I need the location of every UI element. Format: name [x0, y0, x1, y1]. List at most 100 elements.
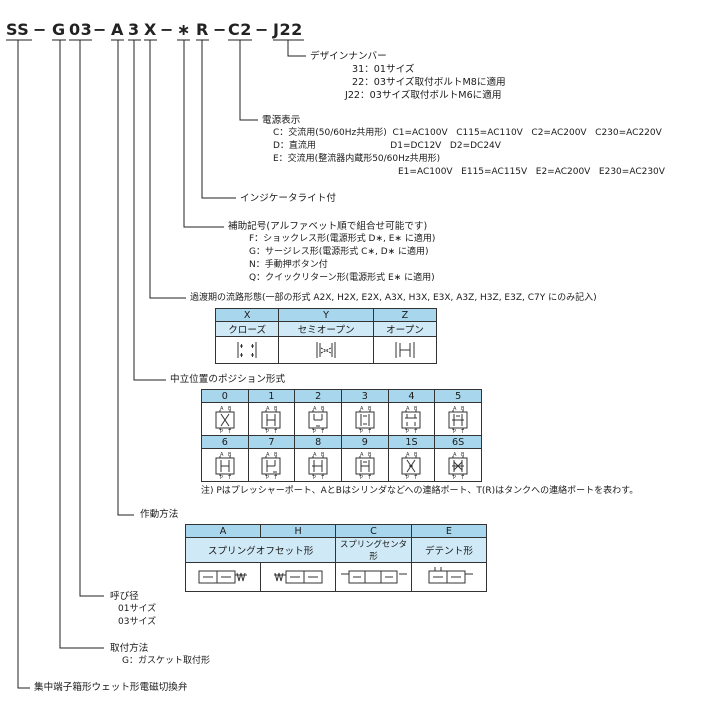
transition-header-y: Y: [278, 308, 374, 322]
port-t-label: T: [460, 429, 465, 434]
code-dash: −: [33, 20, 47, 39]
design-number-22: 22：03サイズ取付ボルトM8に適用: [352, 77, 506, 88]
transition-header-x: X: [214, 308, 280, 322]
port-b-label: B: [414, 452, 418, 458]
code-design: J22: [273, 20, 303, 39]
port-p-label: P: [220, 429, 223, 434]
port-t-label: T: [227, 429, 232, 434]
port-t-label: T: [273, 429, 278, 434]
neutral-header-8: 8: [294, 435, 342, 449]
port-a-label: A: [453, 406, 457, 412]
operation-header-e: E: [410, 524, 488, 538]
neutral-note: 注) Pはプレッシャーポート、AとBはシリンダなどへの連絡ポート、T(R)はタン…: [201, 486, 639, 496]
operation-label-spring-offset: スプリングオフセット形: [184, 537, 337, 563]
aux-f: F：ショックレス形(電源形式 D∗, E∗ に適用): [249, 234, 436, 244]
port-p-label: P: [406, 475, 409, 480]
transition-title: 過渡期の流路形態(一部の形式 A2X, H2X, E2X, A3X, H3X, …: [190, 293, 597, 303]
detent-icon: [410, 562, 488, 592]
aux-n: N：手動押ボタン付: [249, 260, 328, 270]
port-p-label: P: [453, 475, 456, 480]
code-dash: −: [160, 20, 174, 39]
transition-table: X Y Z クローズ セミオープン オープン: [214, 308, 438, 364]
transition-label-semiopen: セミオープン: [278, 321, 374, 337]
operation-table: A H C E スプリングオフセット形 スプリングセンタ形 デテント形: [184, 524, 488, 592]
neutral-header-6: 6: [201, 435, 249, 449]
port-a-label: A: [220, 406, 224, 412]
design-number-title: デザインナンバー: [310, 51, 387, 62]
design-number-31: 31：01サイズ: [352, 64, 415, 75]
port-b-label: B: [368, 452, 372, 458]
neutral-header-2: 2: [294, 389, 342, 403]
code-neutral: 3: [128, 20, 140, 39]
port-t-label: T: [367, 475, 372, 480]
port-p-label: P: [360, 475, 363, 480]
port-p-label: P: [453, 429, 456, 434]
transition-label-close: クローズ: [214, 321, 280, 337]
neutral-header-0: 0: [201, 389, 249, 403]
port-p-label: P: [406, 429, 409, 434]
neutral-header-6s: 6S: [434, 435, 482, 449]
spring-center-icon: [335, 562, 412, 592]
code-power: C2: [228, 20, 252, 39]
operation-header-c: C: [335, 524, 412, 538]
port-a-label: A: [360, 452, 364, 458]
code-aux: ∗: [177, 20, 191, 39]
semi-open-symbol-icon: [278, 336, 374, 364]
neutral-header-9: 9: [340, 435, 389, 449]
port-b-label: B: [461, 452, 465, 458]
port-a-label: A: [313, 406, 317, 412]
size-title: 呼び径: [110, 591, 139, 602]
port-b-label: B: [274, 452, 278, 458]
neutral-title: 中立位置のポジション形式: [170, 374, 286, 385]
port-b-label: B: [228, 452, 232, 458]
port-p-label: P: [266, 429, 269, 434]
port-p-label: P: [220, 475, 223, 480]
design-number-j22: J22：03サイズ取付ボルトM6に適用: [345, 90, 502, 101]
port-a-label: A: [220, 452, 224, 458]
port-a-label: A: [266, 452, 270, 458]
port-b-label: B: [461, 406, 465, 412]
neutral-header-4: 4: [387, 389, 436, 403]
code-indicator: R: [196, 20, 209, 39]
close-symbol-icon: [214, 336, 280, 364]
port-a-label: A: [406, 406, 410, 412]
port-b-label: B: [321, 406, 325, 412]
port-t-label: T: [413, 475, 418, 480]
mount-g: G：ガスケット取付形: [122, 656, 210, 666]
code-operation: A: [111, 20, 124, 39]
spring-offset-a-icon: [184, 562, 262, 592]
port-a-label: A: [266, 406, 270, 412]
port-a-label: A: [453, 452, 457, 458]
operation-title: 作動方法: [140, 509, 179, 520]
code-transition: X: [144, 20, 157, 39]
port-b-label: B: [228, 406, 232, 412]
port-t-label: T: [460, 475, 465, 480]
power-e: E：交流用(整流器内蔵形50/60Hz共用形): [273, 154, 441, 164]
port-a-label: A: [313, 452, 317, 458]
aux-q: Q：クイックリターン形(電源形式 E∗ に適用): [249, 273, 435, 283]
power-d: D：直流用 D1=DC12V D2=DC24V: [273, 141, 501, 151]
port-a-label: A: [406, 452, 410, 458]
aux-g: G：サージレス形(電源形式 C∗, D∗ に適用): [249, 247, 429, 257]
neutral-header-1: 1: [247, 389, 296, 403]
transition-header-z: Z: [372, 308, 438, 322]
operation-header-h: H: [260, 524, 337, 538]
operation-label-spring-center: スプリングセンタ形: [335, 537, 412, 563]
power-title: 電源表示: [262, 115, 301, 126]
port-p-label: P: [313, 475, 316, 480]
power-e-values: E1=AC100V E115=AC115V E2=AC200V E230=AC2…: [398, 167, 665, 177]
power-c: C：交流用(50/60Hz共用形) C1=AC100V C115=AC110V …: [273, 128, 662, 138]
port-b-label: B: [321, 452, 325, 458]
port-b-label: B: [414, 406, 418, 412]
size-03: 03サイズ: [118, 617, 157, 627]
